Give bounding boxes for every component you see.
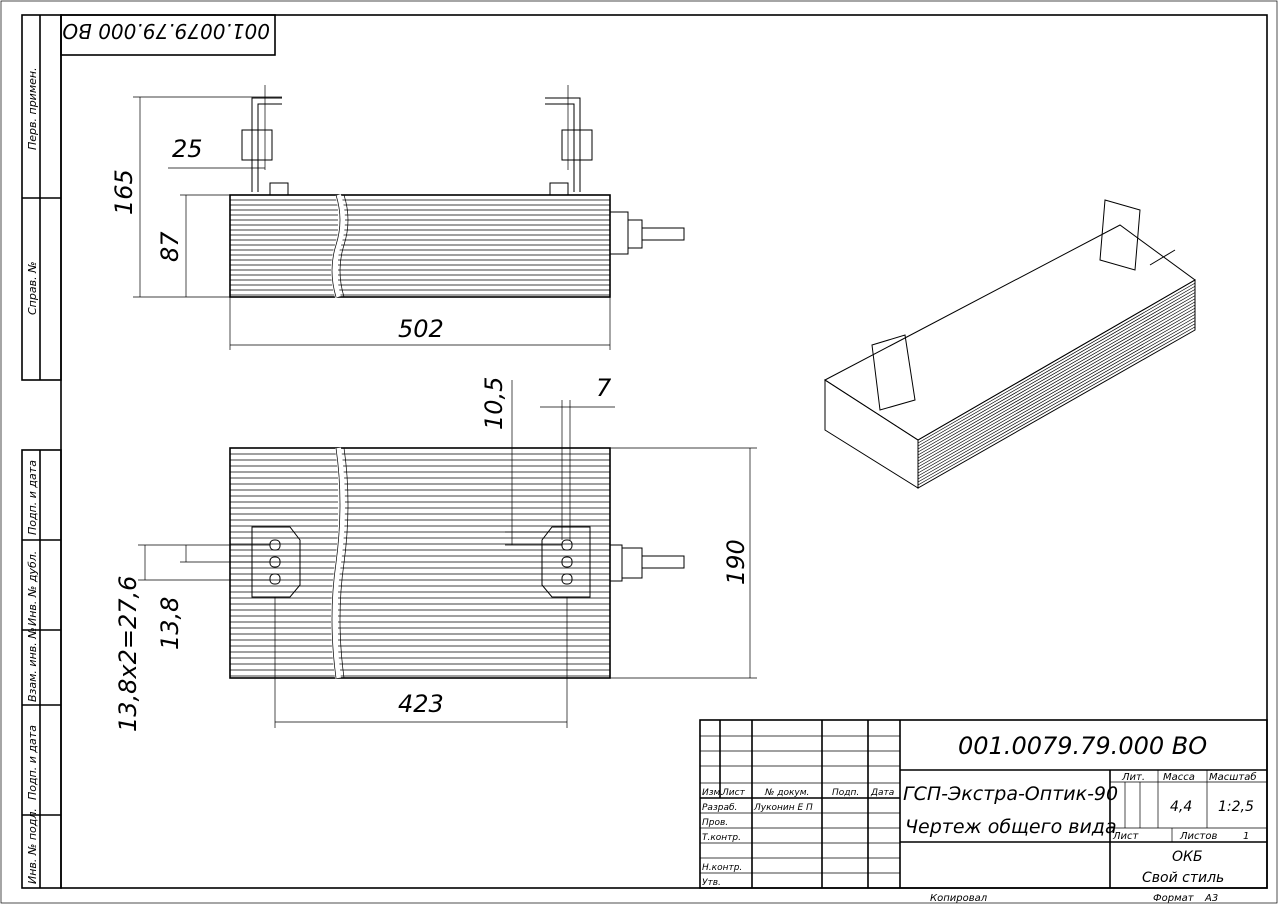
front-view: 165 87 25 502 [110, 85, 685, 350]
ref-no-label: Справ. № [26, 261, 39, 315]
format-value: А3 [1204, 893, 1218, 904]
dim-pitch-total: 13,8x2=27,6 [114, 576, 142, 732]
heatsink-fin [917, 289, 1196, 450]
svg-text:Разраб.: Разраб. [702, 803, 737, 813]
svg-text:Лист: Лист [721, 788, 746, 798]
scale-value: 1:2,5 [1218, 799, 1254, 815]
svg-text:№ докум.: № докум. [764, 788, 809, 798]
svg-text:Масштаб: Масштаб [1209, 771, 1257, 783]
heatsink-fin [917, 298, 1196, 459]
heatsink-fin [917, 301, 1196, 462]
svg-text:Пров.: Пров. [702, 818, 728, 828]
replace-inv-label: Взам. инв. № [26, 627, 39, 702]
svg-text:001.0079.79.000 ВО: 001.0079.79.000 ВО [62, 19, 270, 43]
svg-text:Масса: Масса [1163, 772, 1195, 783]
svg-text:Изм.: Изм. [702, 788, 723, 798]
mass-value: 4,4 [1170, 799, 1192, 815]
heatsink-fin [917, 304, 1196, 465]
svg-text:Дата: Дата [870, 788, 894, 798]
heatsink-fin [917, 320, 1196, 480]
dim-hole-slot: 10,5 [480, 377, 508, 430]
sign-date-label-1: Подп. и дата [26, 460, 39, 535]
dim-height-total: 165 [110, 169, 138, 215]
first-use-label: Перв. примен. [26, 67, 39, 150]
dim-hole-width: 7 [596, 374, 612, 402]
heatsink-fin [917, 310, 1196, 471]
doc-number: 001.0079.79.000 ВО [958, 732, 1207, 760]
dim-width: 190 [722, 539, 750, 585]
top-view: 190 423 13,8 13,8x2=27,6 10,5 7 [114, 374, 757, 732]
heatsink-fin [917, 282, 1196, 444]
title-block: 001.0079.79.000 ВО ГСП-Экстра-Оптик-90 Ч… [699, 719, 1268, 904]
organization: ОКБ [1172, 849, 1203, 865]
organization-sub: Свой стиль [1142, 870, 1224, 886]
heatsink-fin [917, 326, 1196, 486]
heatsink-fin [917, 307, 1196, 468]
dim-offset: 25 [172, 135, 203, 163]
sign-date-label-2: Подп. и дата [26, 725, 39, 800]
heatsink-fin [917, 317, 1196, 477]
svg-text:Утв.: Утв. [702, 878, 721, 888]
svg-text:Н.контр.: Н.контр. [702, 863, 742, 873]
developer-name: Луконин Е П [753, 803, 813, 813]
format-label: Формат [1153, 893, 1195, 904]
svg-text:Лит.: Лит. [1121, 772, 1145, 783]
isometric-view [824, 199, 1196, 489]
heatsink-fin [917, 323, 1196, 483]
doc-number-stamp: 001.0079.79.000 ВО [60, 14, 276, 56]
dup-inv-label: Инв. № дубл. [26, 551, 39, 626]
product-name: ГСП-Экстра-Оптик-90 [903, 783, 1118, 805]
dim-height-body: 87 [156, 231, 184, 262]
dim-length: 502 [398, 315, 444, 343]
copied-label: Копировал [930, 893, 988, 904]
drawing-type: Чертеж общего вида [905, 816, 1117, 838]
svg-text:Подп.: Подп. [832, 788, 859, 798]
heatsink-fin [917, 292, 1196, 453]
heatsink-fin [917, 285, 1196, 447]
svg-text:Лист: Лист [1112, 831, 1140, 842]
dim-mount-distance: 423 [398, 690, 444, 718]
dim-pitch: 13,8 [156, 597, 184, 650]
sheets-value: 1 [1243, 831, 1249, 842]
heatsink-fin [917, 295, 1196, 456]
heatsink-fin [917, 314, 1196, 474]
orig-inv-label: Инв. № подл. [26, 808, 39, 884]
left-strip: Перв. примен. Справ. № Подп. и дата Инв.… [21, 14, 62, 889]
svg-text:Т.контр.: Т.контр. [702, 833, 741, 843]
svg-text:Листов: Листов [1179, 831, 1217, 842]
